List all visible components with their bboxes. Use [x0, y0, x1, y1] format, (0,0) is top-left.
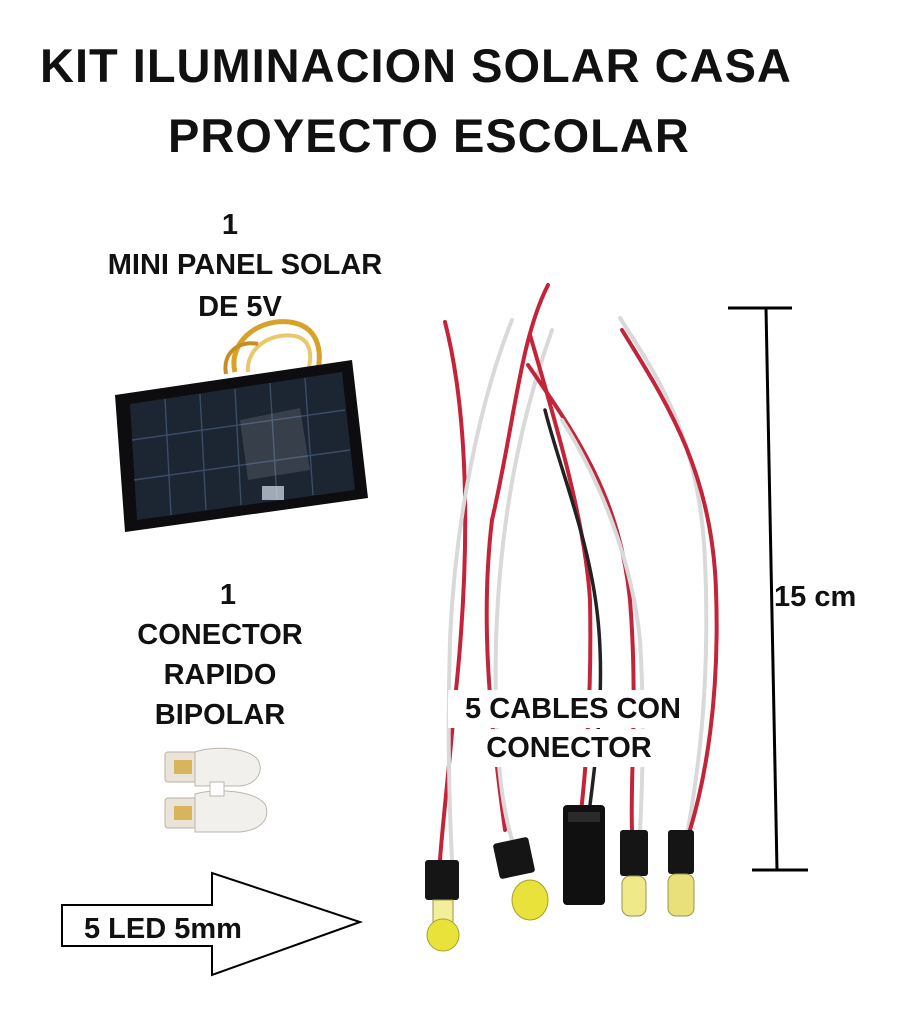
wires-image	[438, 283, 719, 862]
connector-label-line3: BIPOLAR	[154, 699, 286, 731]
page-title-line1: KIT ILUMINACION SOLAR CASA	[40, 39, 792, 92]
panel-label-line1: MINI PANEL SOLAR	[107, 249, 383, 281]
dimension-label: 15 cm	[774, 581, 857, 613]
led-label: 5 LED 5mm	[84, 913, 242, 945]
page-title-line2: PROYECTO ESCOLAR	[168, 109, 690, 162]
arrow-right-icon	[61, 871, 364, 977]
led-connectors-image	[425, 805, 695, 952]
connector-label-line1: CONECTOR	[137, 619, 303, 651]
dimension-bracket	[728, 306, 808, 872]
panel-label-line2: DE 5V	[198, 291, 282, 323]
cables-label-line1: 5 CABLES CON	[448, 690, 698, 728]
connector-label-line2: RAPIDO	[163, 659, 277, 691]
quick-connector-image	[164, 747, 268, 833]
connector-qty: 1	[219, 579, 237, 611]
panel-qty: 1	[221, 209, 239, 241]
solar-panel-image	[115, 319, 368, 532]
cables-label-line2: CONECTOR	[464, 729, 674, 767]
